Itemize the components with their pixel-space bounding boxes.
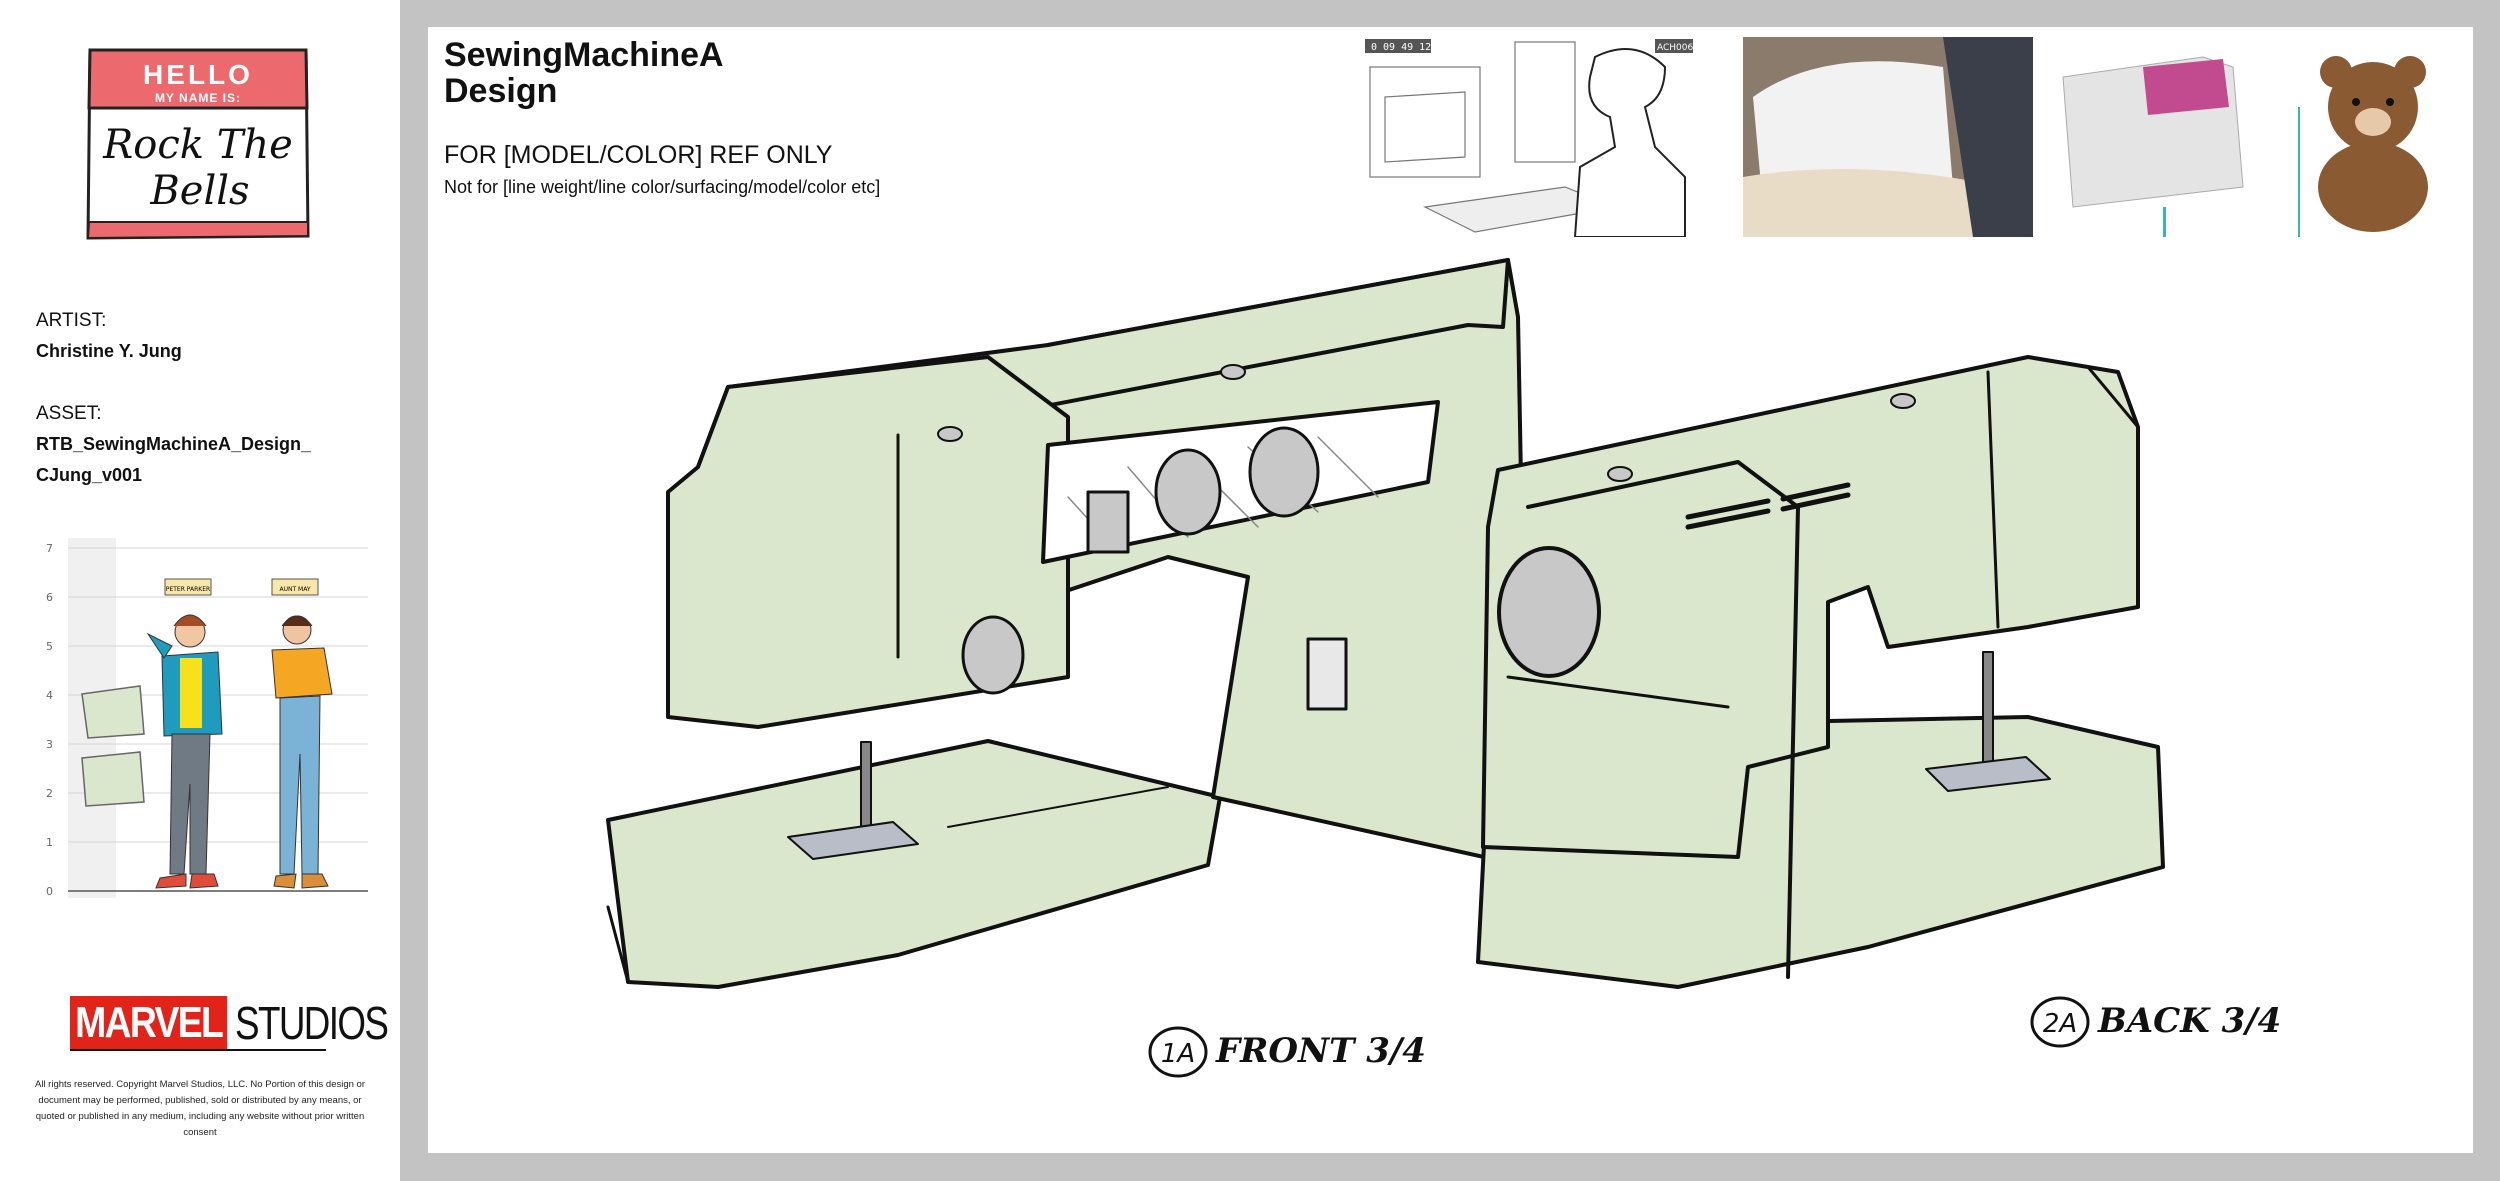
badge-line2-text: Bells (149, 168, 249, 214)
page-title: SewingMachineA Design (444, 37, 724, 109)
height-tick-4: 4 (46, 689, 53, 702)
storyboard-timecode: 0 09 49 12 (1371, 42, 1431, 53)
ref-note: FOR [MODEL/COLOR] REF ONLY (444, 141, 833, 169)
badge-line1-text: Rock The (102, 122, 293, 168)
artist-name: Christine Y. Jung (36, 341, 182, 361)
view-1a-number: 1A (1161, 1039, 1195, 1069)
artist-label: ARTIST: (36, 310, 107, 331)
tag-aunt-may: AUNT MAY (279, 586, 310, 593)
logo-underline (70, 1049, 326, 1051)
badge-hello-text: HELLO (143, 59, 253, 90)
design-board: SewingMachineA Design FOR [MODEL/COLOR] … (428, 27, 2473, 1153)
marvel-logo-left: MARVEL (70, 996, 228, 1050)
height-tick-5: 5 (46, 640, 53, 653)
copyright-line-2: document may be performed, published, so… (38, 1095, 362, 1106)
height-tick-1: 1 (46, 836, 53, 849)
title-line-2: Design (444, 72, 558, 110)
back-machine-drawing (1476, 355, 2165, 989)
height-chart: 7 6 5 4 3 2 1 0 PETER PARKER AUNT MAY (46, 538, 368, 898)
copyright-notice: All rights reserved. Copyright Marvel St… (30, 1077, 370, 1141)
height-tick-3: 3 (46, 738, 53, 751)
asset-name-line2: CJung_v001 (36, 465, 143, 485)
teddy-bear-reference (2288, 37, 2458, 237)
height-tick-0: 0 (46, 885, 53, 898)
title-line-1: SewingMachineA (444, 36, 724, 74)
view-caption-1a: 1A FRONT 3/4 (1148, 1026, 1426, 1078)
height-tick-2: 2 (46, 787, 53, 800)
aunt-may-figure (271, 615, 333, 889)
scale-machine-icon (81, 685, 145, 807)
height-tick-7: 7 (46, 542, 53, 555)
info-sidebar: HELLO MY NAME IS: Rock The Bells ARTIST:… (0, 0, 400, 1181)
copyright-line-1: All rights reserved. Copyright Marvel St… (34, 1079, 365, 1090)
view-2a-number: 2A (2043, 1009, 2077, 1039)
view-caption-2a: 2A BACK 3/4 (2030, 996, 2281, 1048)
copyright-line-3: quoted or published in any medium, inclu… (35, 1111, 365, 1122)
badge-my-name-text: MY NAME IS: (155, 91, 241, 105)
tag-peter-parker: PETER PARKER (166, 586, 210, 593)
hello-badge-logo: HELLO MY NAME IS: Rock The Bells (86, 48, 310, 240)
copyright-line-4: consent (183, 1127, 217, 1138)
photo-reference-floral-machine (2053, 37, 2253, 237)
view-2a-caption: BACK 3/4 (2097, 1001, 2281, 1041)
peter-figure (146, 614, 223, 889)
marvel-studios-logo: MARVEL STUDIOS (70, 995, 425, 1051)
view-1a-caption: FRONT 3/4 (1215, 1031, 1426, 1071)
storyboard-thumbnail: 0 09 49 12 ACH0060 (1365, 37, 1693, 237)
front-machine-drawing (606, 258, 1525, 989)
photo-reference-sewing (1743, 37, 2033, 237)
storyboard-code: ACH0060 (1657, 43, 1693, 53)
asset-label: ASSET: (36, 403, 102, 424)
sewing-machine-front-view (606, 258, 2165, 989)
asset-name-line1: RTB_SewingMachineA_Design_ (36, 434, 312, 454)
marvel-logo-right: STUDIOS (234, 997, 389, 1049)
height-tick-6: 6 (46, 591, 53, 604)
not-for-note: Not for [line weight/line color/surfacin… (444, 177, 881, 197)
